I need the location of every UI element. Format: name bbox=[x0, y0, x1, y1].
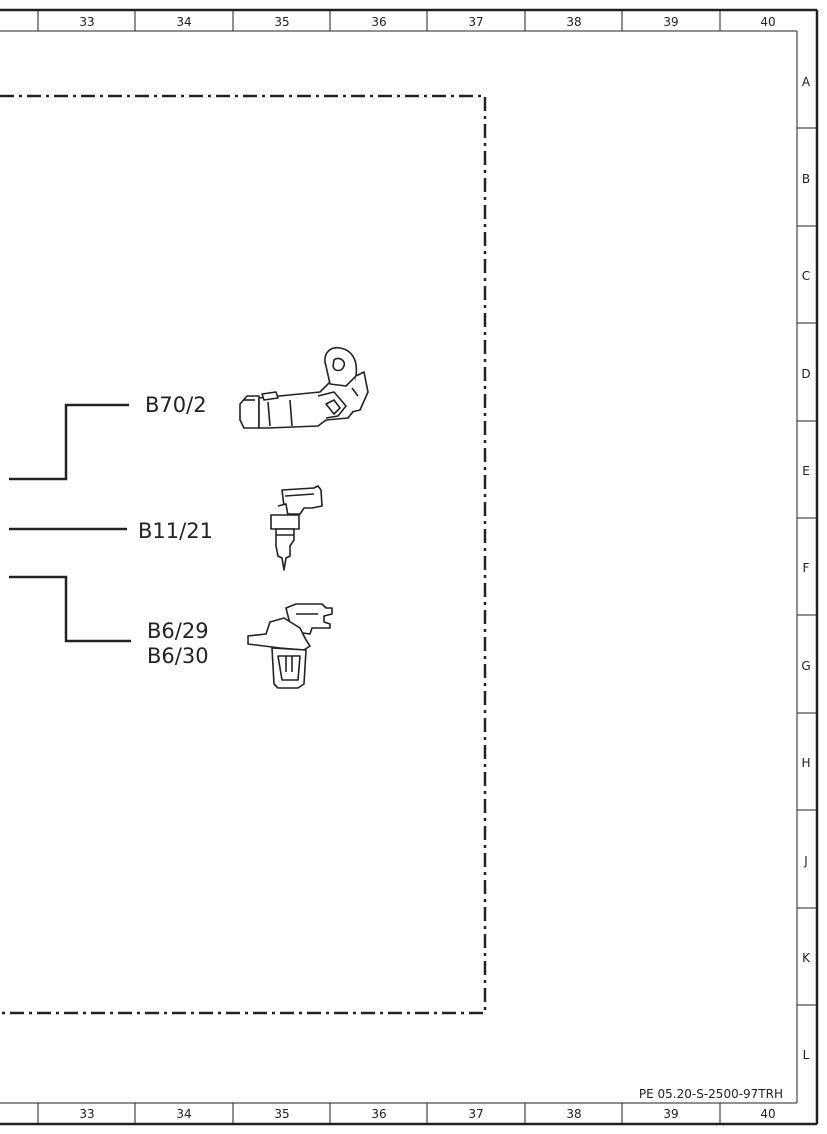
component-label-b6-29[interactable]: B6/29 bbox=[147, 619, 209, 643]
column-label: 40 bbox=[760, 1107, 775, 1121]
column-label: 39 bbox=[663, 15, 678, 29]
row-label: B bbox=[802, 172, 810, 186]
column-labels-bottom: 33 34 35 36 37 38 39 40 bbox=[79, 1107, 775, 1121]
wire-b70-2 bbox=[9, 403, 129, 481]
row-label: D bbox=[801, 367, 810, 381]
row-label: C bbox=[802, 269, 810, 283]
row-label: K bbox=[802, 951, 811, 965]
row-label: L bbox=[803, 1048, 810, 1062]
row-label: F bbox=[803, 561, 810, 575]
column-label: 33 bbox=[79, 1107, 94, 1121]
column-label: 37 bbox=[468, 1107, 483, 1121]
b11-21-sensor-icon[interactable] bbox=[270, 485, 323, 571]
row-label: H bbox=[801, 756, 810, 770]
component-label-b11-21[interactable]: B11/21 bbox=[138, 519, 213, 543]
column-label: 36 bbox=[371, 1107, 386, 1121]
wire-b6-29 bbox=[9, 575, 131, 643]
component-boundary bbox=[0, 94, 487, 1015]
column-ruler-top bbox=[37, 10, 721, 31]
column-label: 39 bbox=[663, 1107, 678, 1121]
row-ruler-right bbox=[797, 127, 817, 1006]
row-label: J bbox=[803, 854, 808, 868]
wiring-lines bbox=[9, 403, 131, 643]
column-ruler-bottom bbox=[37, 1103, 721, 1124]
column-label: 35 bbox=[274, 15, 289, 29]
component-labels: B70/2 B11/21 B6/29 B6/30 bbox=[138, 393, 213, 668]
row-label: G bbox=[801, 659, 810, 673]
column-label: 33 bbox=[79, 15, 94, 29]
document-reference: PE 05.20-S-2500-97TRH bbox=[639, 1087, 783, 1101]
column-label: 38 bbox=[566, 15, 581, 29]
b70-2-sensor-icon[interactable] bbox=[239, 346, 369, 429]
column-label: 40 bbox=[760, 15, 775, 29]
column-label: 37 bbox=[468, 15, 483, 29]
column-label: 34 bbox=[176, 15, 191, 29]
row-label: A bbox=[802, 75, 811, 89]
column-label: 38 bbox=[566, 1107, 581, 1121]
column-labels-top: 33 34 35 36 37 38 39 40 bbox=[79, 15, 775, 29]
column-label: 34 bbox=[176, 1107, 191, 1121]
b6-29-sensor-icon[interactable] bbox=[247, 603, 333, 689]
column-label: 36 bbox=[371, 15, 386, 29]
component-label-b6-30[interactable]: B6/30 bbox=[147, 644, 209, 668]
row-labels-right: A B C D E F G H J K L bbox=[801, 75, 811, 1062]
row-label: E bbox=[802, 464, 810, 478]
column-label: 35 bbox=[274, 1107, 289, 1121]
component-label-b70-2[interactable]: B70/2 bbox=[145, 393, 207, 417]
sheet-frame bbox=[0, 8, 819, 1126]
